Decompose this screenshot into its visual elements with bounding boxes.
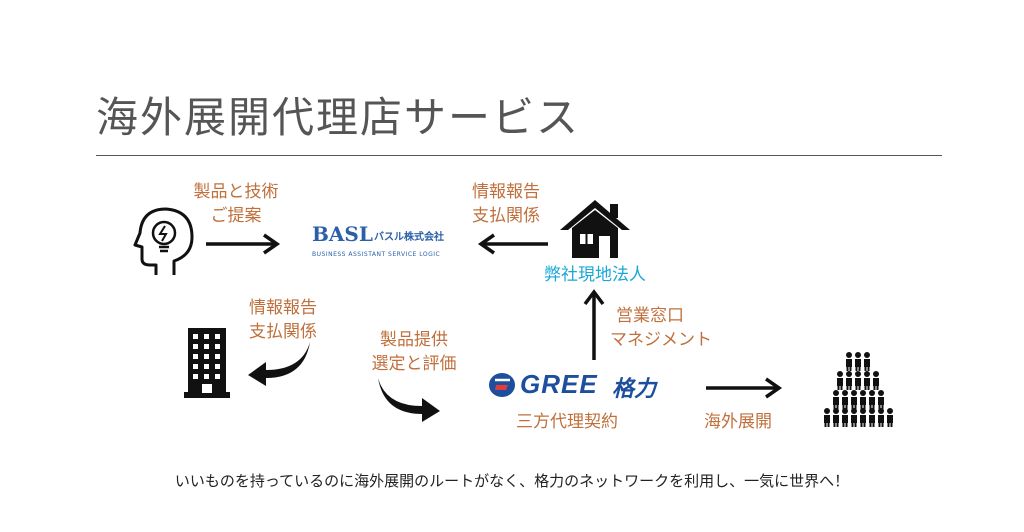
title-divider	[96, 155, 942, 156]
basl-logo-name: BASL	[312, 222, 373, 246]
arrow-up-icon	[583, 289, 605, 360]
proposal-label-line2: ご提案	[210, 206, 262, 226]
curved-arrow-icon	[248, 342, 310, 386]
arrow-left-icon	[477, 233, 548, 255]
proposal-label-line1: 製品と技術	[193, 182, 279, 202]
office-building-icon	[184, 328, 230, 398]
basl-logo: BASL バスル株式会社 BUSINESS ASSISTANT SERVICE …	[310, 222, 460, 264]
report-left-label-line2: 支払関係	[249, 322, 317, 342]
arrow-right-icon	[206, 233, 281, 255]
gree-logo: GREE 格力	[488, 369, 664, 403]
management-label: 営業窓口 マネジメント	[610, 304, 712, 352]
house-icon	[560, 200, 630, 258]
idea-head-icon	[133, 207, 194, 275]
overseas-label: 海外展開	[704, 412, 772, 432]
contract-label: 三方代理契約	[516, 412, 618, 432]
supply-label: 製品提供 選定と評価	[366, 328, 462, 376]
report-left-label-line1: 情報報告	[249, 298, 317, 318]
report-top-label-line1: 情報報告	[472, 182, 540, 202]
management-label-line1: 営業窓口	[616, 306, 684, 326]
supply-label-line2: 選定と評価	[371, 354, 457, 374]
gree-logo-cn: 格力	[612, 377, 657, 402]
basl-logo-sub: BUSINESS ASSISTANT SERVICE LOGIC	[312, 251, 441, 258]
report-left-label: 情報報告 支払関係	[240, 296, 326, 344]
local-entity-label: 弊社現地法人	[544, 265, 646, 285]
gree-logo-name: GREE	[520, 369, 598, 399]
curved-arrow-icon	[378, 378, 440, 422]
supply-label-line1: 製品提供	[380, 330, 448, 350]
footer-message: いいものを持っているのに海外展開のルートがなく、格力のネットワークを利用し、一気…	[174, 472, 850, 490]
management-label-line2: マネジメント	[610, 330, 712, 350]
report-top-label-line2: 支払関係	[472, 206, 540, 226]
report-top-label: 情報報告 支払関係	[466, 180, 546, 228]
page-title: 海外展開代理店サービス	[96, 93, 581, 142]
proposal-label: 製品と技術 ご提案	[192, 180, 280, 228]
arrow-right-icon	[706, 377, 783, 399]
gree-emblem-icon	[489, 373, 515, 397]
basl-logo-kana: バスル株式会社	[374, 232, 444, 243]
crowd-icon	[824, 352, 893, 427]
